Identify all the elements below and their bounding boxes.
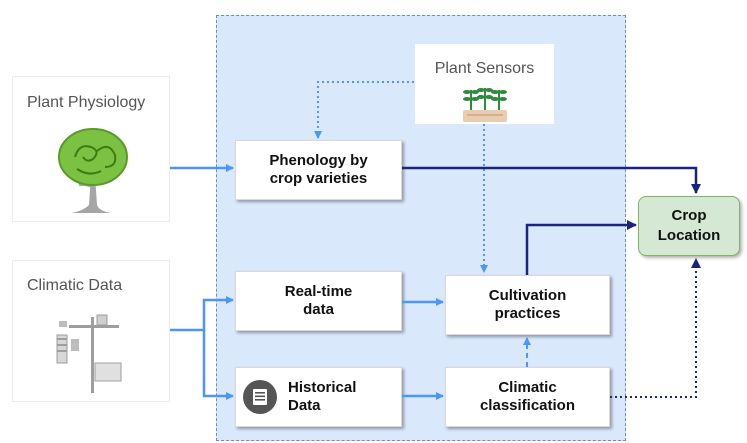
phenology-box: Phenology by crop varieties [235,140,402,200]
arrow-climatic-to-realtime [170,296,234,332]
climatic-classification-label: Climatic classification [479,379,576,414]
realtime-data-box: Real-time data [235,271,402,331]
plant-sensors-card: Plant Sensors [415,44,554,124]
arrow-cultivation-to-crop [525,220,637,275]
cultivation-practices-box: Cultivation practices [445,275,610,335]
crop-location-box: Crop Location [638,196,740,256]
climatic-classification-box: Climatic classification [445,367,610,427]
historical-data-label: Historical Data [288,379,357,414]
arrow-climatic-to-historical [202,330,234,400]
arrow-classification-to-crop [610,258,701,398]
cultivation-practices-label: Cultivation practices [488,287,567,322]
phenology-label: Phenology by crop varieties [269,152,368,187]
plant-physiology-label: Plant Physiology [27,94,146,111]
document-list-icon [243,380,277,414]
arrow-sensors-to-phenology [314,81,414,139]
arrow-phenology-to-crop [402,166,701,194]
plant-sensors-label: Plant Sensors [434,60,535,77]
historical-data-box: Historical Data [235,367,402,427]
tree-icon [58,128,128,213]
weather-station-icon [56,314,122,393]
plant-physiology-card: Plant Physiology [12,76,170,222]
crop-location-label: Crop Location [657,207,721,244]
realtime-data-label: Real-time data [284,283,353,318]
climatic-data-label: Climatic Data [27,277,123,294]
plant-sensor-icon [463,88,507,122]
climatic-data-card: Climatic Data [12,260,170,402]
